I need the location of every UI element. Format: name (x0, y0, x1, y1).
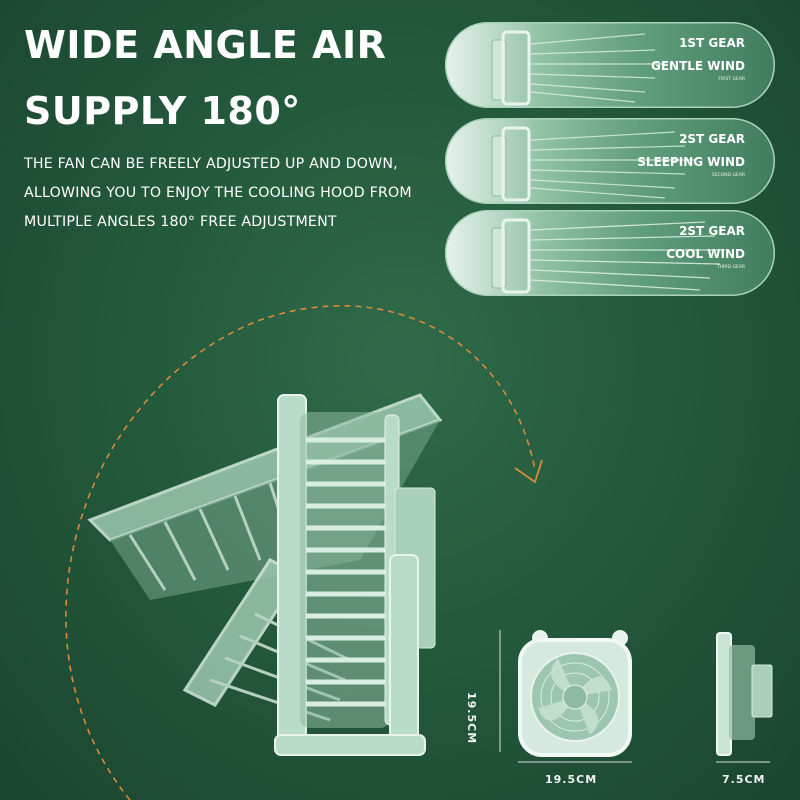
gear-label-3: 2ST GEAR (679, 224, 745, 238)
dimension-height: 19.5CM (465, 692, 478, 745)
gear-mode-2: SLEEPING WIND (637, 155, 745, 169)
rotation-arc (65, 305, 536, 800)
gear-label-2: 2ST GEAR (679, 132, 745, 146)
dimension-width: 19.5CM (545, 773, 598, 786)
fan-side-view (716, 632, 773, 763)
headline-line-2: SUPPLY 180° (24, 89, 301, 133)
gear-sub-3: THIRD GEAR (716, 265, 745, 270)
headline-line-1: WIDE ANGLE AIR (24, 23, 387, 67)
arc-arrow-icon (514, 459, 543, 484)
description-line-2: ALLOWING YOU TO ENJOY THE COOLING HOOD F… (24, 185, 412, 201)
description-line-3: MULTIPLE ANGLES 180° FREE ADJUSTMENT (24, 214, 337, 230)
description-line-1: THE FAN CAN BE FREELY ADJUSTED UP AND DO… (24, 156, 398, 172)
gear-label-1: 1ST GEAR (679, 36, 745, 50)
fan-side-wind-icon (491, 218, 725, 294)
gear-sub-1: FIRST GEAR (718, 77, 745, 82)
fan-front-view (499, 630, 632, 763)
gear-mode-1: GENTLE WIND (650, 59, 745, 73)
fan-side-wind-icon (491, 30, 665, 106)
dimension-depth: 7.5CM (722, 773, 766, 786)
gear-card-2: 2ST GEAR SLEEPING WIND SECOND GEAR (445, 118, 775, 204)
fan-side-wind-icon (491, 126, 695, 202)
gear-mode-3: COOL WIND (666, 247, 745, 261)
description: THE FAN CAN BE FREELY ADJUSTED UP AND DO… (24, 150, 444, 237)
gear-card-3: 2ST GEAR COOL WIND THIRD GEAR (445, 210, 775, 296)
headline: WIDE ANGLE AIR SUPPLY 180° (24, 12, 386, 144)
gear-sub-2: SECOND GEAR (711, 173, 745, 178)
gear-card-1: 1ST GEAR GENTLE WIND FIRST GEAR (445, 22, 775, 108)
fan-upright (274, 394, 436, 756)
